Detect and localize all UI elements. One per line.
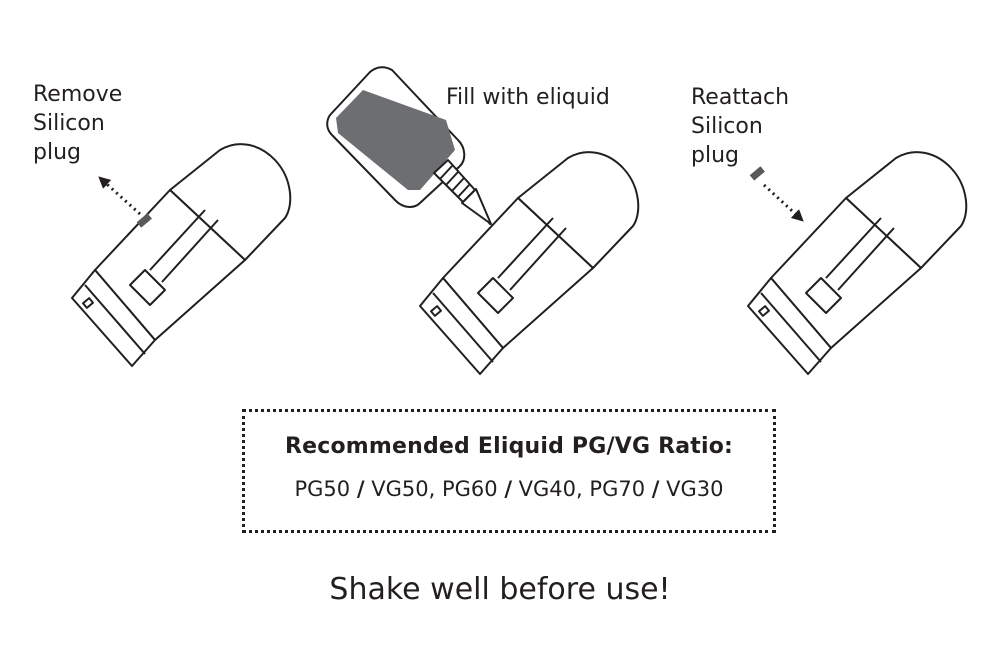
- eliquid-bottle: [326, 66, 492, 225]
- silicon-plug: [136, 213, 152, 228]
- remove-label-line: plug: [33, 140, 81, 165]
- reattach-label-line: plug: [691, 143, 739, 168]
- ratio-value: PG60: [441, 477, 498, 501]
- silicon-plug-reattach: [749, 166, 765, 181]
- ratio-value: VG50: [371, 477, 429, 501]
- reattach-label-line: Silicon: [691, 114, 763, 139]
- remove-arrow: [98, 176, 142, 216]
- remove-label-line: Silicon: [33, 111, 105, 136]
- ratio-title: Recommended Eliquid PG/VG Ratio:: [284, 434, 734, 459]
- ratio-value: VG40: [518, 477, 577, 501]
- reattach-label-line: Reattach: [691, 85, 790, 110]
- reattach-plug-label: Reattach Silicon plug: [691, 83, 789, 170]
- ratio-values: PG50 / VG50, PG60 / VG40, PG70 / VG30: [294, 477, 724, 501]
- pod-reattach-step: [747, 151, 968, 375]
- fill-label-line: Fill with eliquid: [446, 85, 610, 110]
- reattach-arrow: [762, 183, 804, 222]
- ratio-info-box: Recommended Eliquid PG/VG Ratio: PG50 / …: [242, 409, 776, 533]
- ratio-value: PG70: [589, 477, 646, 501]
- ratio-value: PG50: [294, 477, 351, 501]
- pod-remove-step: [71, 143, 292, 367]
- remove-label-line: Remove: [33, 82, 123, 107]
- shake-warning: Shake well before use!: [329, 572, 671, 607]
- remove-plug-label: Remove Silicon plug: [33, 80, 122, 167]
- ratio-value: VG30: [666, 477, 724, 501]
- fill-eliquid-label: Fill with eliquid: [446, 83, 610, 112]
